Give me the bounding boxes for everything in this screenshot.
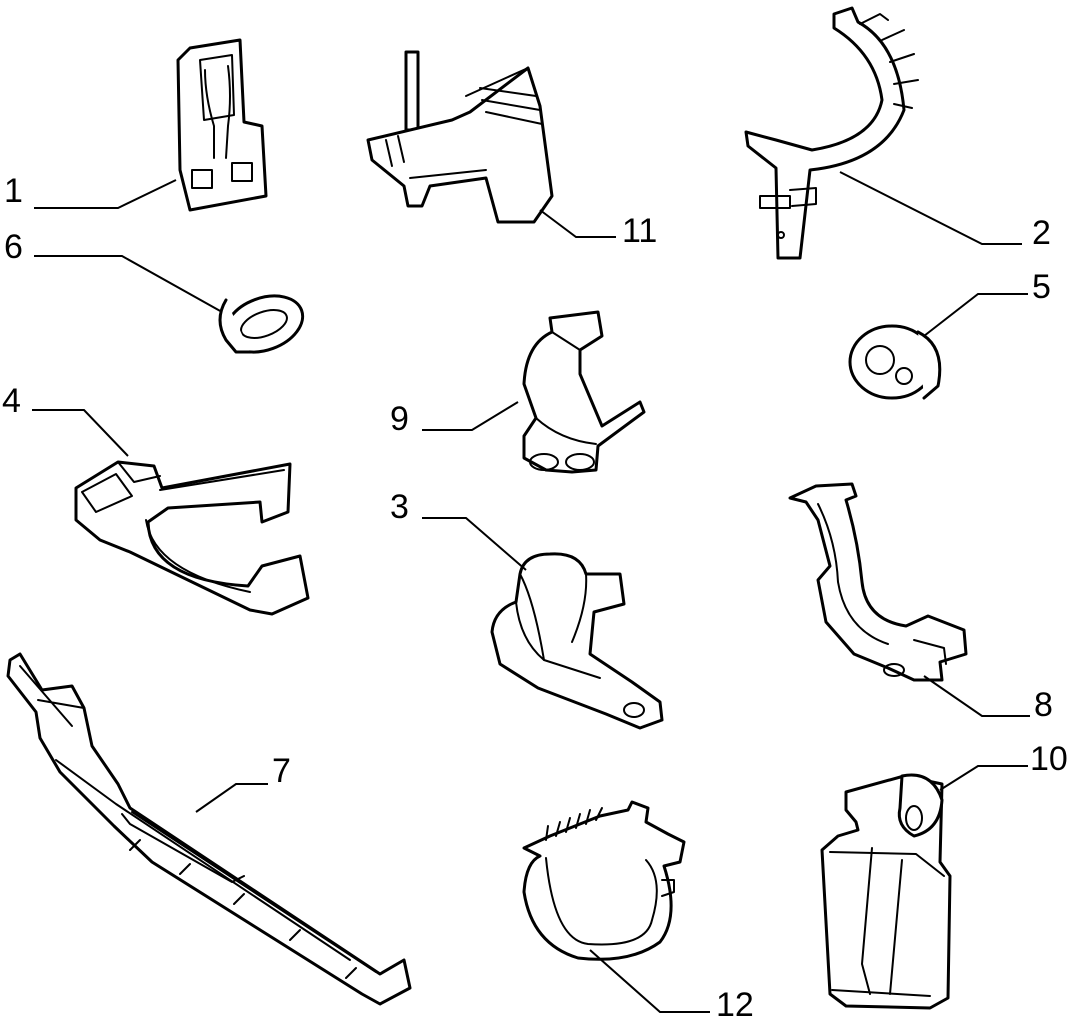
part-1-clip-plate — [176, 38, 268, 212]
leader-8 — [923, 675, 1030, 717]
part-9-small-clamp — [522, 310, 646, 474]
part-5-two-hole-grommet — [848, 324, 942, 400]
leader-6 — [34, 255, 223, 313]
part-6-grommet — [218, 294, 305, 354]
callout-1: 1 — [4, 172, 23, 210]
callout-12: 12 — [716, 986, 754, 1019]
part-2-curved-holder — [744, 6, 919, 260]
part-3-loop-clamp — [490, 552, 664, 730]
leader-9 — [422, 401, 519, 431]
leader-3 — [422, 517, 527, 571]
leader-2 — [839, 171, 1022, 245]
callout-6: 6 — [4, 228, 23, 266]
callout-4: 4 — [2, 382, 21, 420]
callout-9: 9 — [390, 400, 409, 438]
leader-10 — [939, 765, 1028, 791]
callout-3: 3 — [390, 488, 409, 526]
leader-1 — [34, 179, 177, 209]
leader-4 — [32, 409, 129, 457]
leader-12 — [589, 949, 710, 1013]
part-7-channel-bar — [6, 652, 412, 1006]
leader-7 — [195, 783, 268, 813]
leader-lines — [32, 171, 1030, 1013]
part-8-cable-cradle — [788, 482, 968, 682]
part-12-hose-clamp — [522, 800, 686, 961]
callout-10: 10 — [1030, 740, 1068, 778]
callout-labels: 1 6 4 11 2 5 9 3 8 7 10 12 — [2, 172, 1068, 1019]
callout-11: 11 — [622, 212, 657, 250]
part-11-post-bracket — [366, 50, 554, 224]
callout-7: 7 — [272, 752, 291, 790]
callout-8: 8 — [1034, 686, 1053, 724]
part-10-block-clip — [820, 773, 952, 1010]
part-4-long-clamp — [74, 460, 310, 616]
callout-5: 5 — [1032, 268, 1051, 306]
leader-5 — [923, 293, 1028, 337]
callout-2: 2 — [1032, 214, 1051, 252]
leader-11 — [539, 209, 616, 238]
